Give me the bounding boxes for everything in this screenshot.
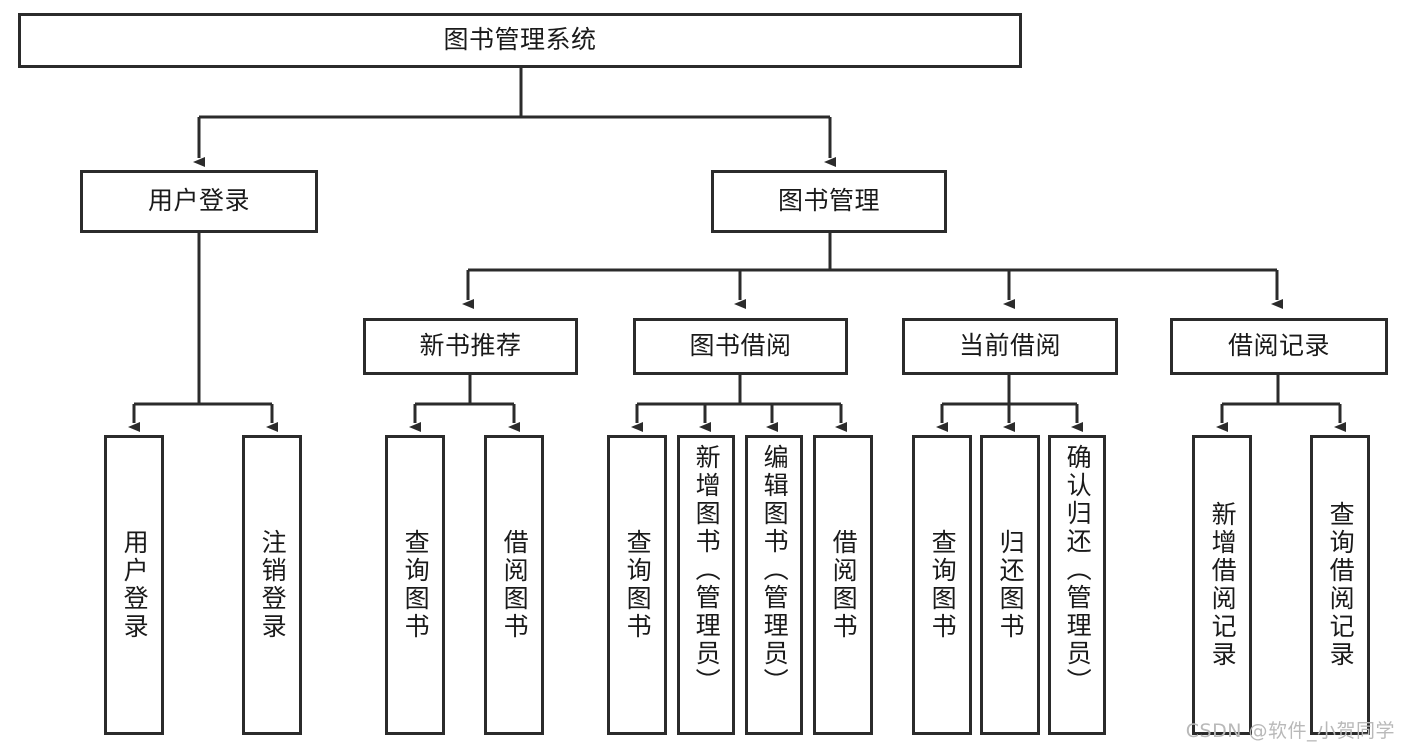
node-label: 查询图书 xyxy=(928,529,958,641)
node-label: 当前借阅 xyxy=(958,331,1061,361)
watermark-text: CSDN @软件_小贺同学 xyxy=(1185,720,1395,742)
node-current-borrow[interactable]: 当前借阅 xyxy=(902,318,1118,375)
node-label: 用户登录 xyxy=(120,529,150,641)
leaf-add-borrow-record[interactable]: 新增借阅记录 xyxy=(1192,435,1252,735)
node-label: 查询图书 xyxy=(623,529,653,641)
node-label: 新增图书（管理员） xyxy=(692,444,722,696)
node-label: 图书管理系统 xyxy=(443,25,597,55)
leaf-borrow-book[interactable]: 借阅图书 xyxy=(813,435,873,735)
node-label: 借阅记录 xyxy=(1227,331,1330,361)
leaf-user-login[interactable]: 用户登录 xyxy=(104,435,164,735)
node-label: 新增借阅记录 xyxy=(1208,501,1238,669)
node-label: 查询借阅记录 xyxy=(1326,501,1356,669)
leaf-query-book-current[interactable]: 查询图书 xyxy=(912,435,972,735)
node-label: 用户登录 xyxy=(147,186,250,216)
node-label: 查询图书 xyxy=(401,529,431,641)
leaf-return-book[interactable]: 归还图书 xyxy=(980,435,1040,735)
node-book-management[interactable]: 图书管理 xyxy=(711,170,947,233)
leaf-add-book-admin[interactable]: 新增图书（管理员） xyxy=(677,435,735,735)
node-label: 编辑图书（管理员） xyxy=(760,444,790,696)
node-root-system[interactable]: 图书管理系统 xyxy=(18,13,1022,68)
leaf-query-book-borrow[interactable]: 查询图书 xyxy=(607,435,667,735)
leaf-query-book-recommend[interactable]: 查询图书 xyxy=(385,435,445,735)
leaf-confirm-return-admin[interactable]: 确认归还（管理员） xyxy=(1048,435,1106,735)
leaf-edit-book-admin[interactable]: 编辑图书（管理员） xyxy=(745,435,803,735)
node-new-book-recommend[interactable]: 新书推荐 xyxy=(363,318,578,375)
node-label: 确认归还（管理员） xyxy=(1063,444,1093,696)
leaf-borrow-book-recommend[interactable]: 借阅图书 xyxy=(484,435,544,735)
node-label: 借阅图书 xyxy=(500,529,530,641)
node-label: 新书推荐 xyxy=(419,331,522,361)
node-borrow-record[interactable]: 借阅记录 xyxy=(1170,318,1388,375)
node-label: 图书管理 xyxy=(777,186,880,216)
node-label: 归还图书 xyxy=(996,529,1026,641)
leaf-user-logout[interactable]: 注销登录 xyxy=(242,435,302,735)
node-label: 图书借阅 xyxy=(689,331,792,361)
node-book-borrow[interactable]: 图书借阅 xyxy=(633,318,848,375)
node-label: 注销登录 xyxy=(258,529,288,641)
node-user-login[interactable]: 用户登录 xyxy=(80,170,318,233)
node-label: 借阅图书 xyxy=(829,529,859,641)
leaf-query-borrow-record[interactable]: 查询借阅记录 xyxy=(1310,435,1370,735)
